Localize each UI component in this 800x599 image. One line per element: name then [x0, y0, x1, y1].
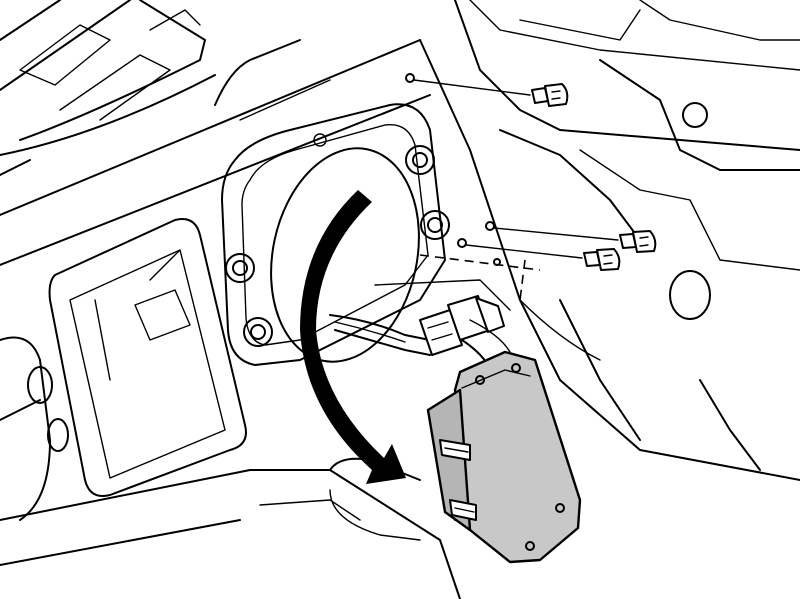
mounting-bolt — [485, 221, 657, 253]
alignment-line — [519, 259, 526, 301]
control-module — [426, 350, 582, 564]
mounting-bolt — [457, 238, 621, 271]
alignment-line — [419, 254, 541, 271]
top-left-housing — [0, 0, 216, 176]
mounting-bolt — [405, 73, 569, 107]
wiring-connector — [329, 295, 511, 366]
removal-arrow — [300, 190, 406, 484]
